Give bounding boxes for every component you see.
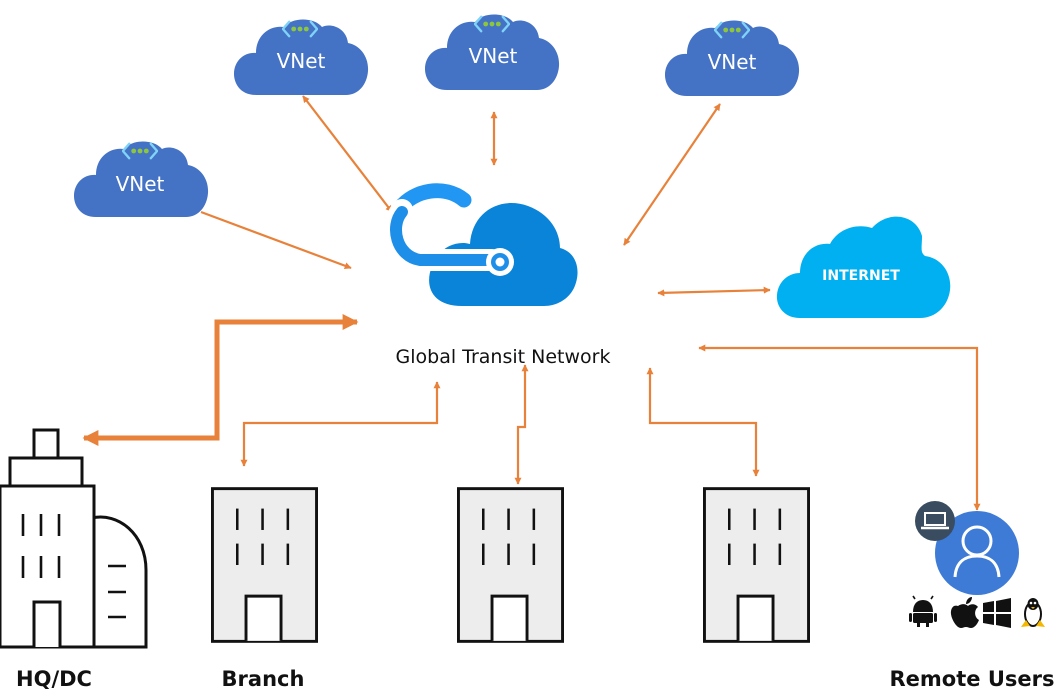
- branch-building-1: [211, 487, 318, 643]
- windows-icon: [983, 598, 1011, 628]
- hq-building: [0, 428, 148, 649]
- linux-icon: [1021, 598, 1045, 627]
- hub-label: Global Transit Network: [396, 346, 611, 368]
- vnet-cloud-3: VNet: [665, 20, 800, 96]
- link-vnet-left: [200, 210, 352, 270]
- link-remote-users: [698, 344, 981, 511]
- hq-label: HQ/DC: [16, 667, 92, 691]
- internet-label: INTERNET: [822, 268, 900, 284]
- android-icon: [909, 595, 937, 627]
- branch-label: Branch: [222, 667, 305, 691]
- connection-links: [82, 95, 981, 511]
- laptop-icon: [915, 501, 955, 541]
- apple-icon: [950, 597, 979, 628]
- vnet-label: VNet: [469, 44, 518, 68]
- branch-building-3: [703, 487, 810, 643]
- link-hq: [82, 314, 359, 446]
- link-branch-3: [646, 367, 760, 477]
- branch-building-2: [457, 487, 564, 643]
- vnet-cloud-4: VNet: [74, 141, 209, 217]
- remote-users: [909, 501, 1045, 628]
- link-branch-2: [514, 364, 529, 485]
- azure-cloud-icon: [383, 183, 578, 306]
- link-vnet-3: [623, 103, 721, 246]
- link-branch-1: [240, 381, 441, 467]
- vnet-label: VNet: [708, 50, 757, 74]
- link-internet: [657, 286, 771, 297]
- vnet-label: VNet: [116, 172, 165, 196]
- vnet-cloud-1: VNet: [234, 19, 369, 95]
- remote-users-label: Remote Users: [890, 667, 1055, 691]
- vnet-label: VNet: [277, 49, 326, 73]
- vnet-cloud-2: VNet: [425, 14, 560, 90]
- link-vnet-1: [302, 95, 393, 213]
- internet-cloud: INTERNET: [776, 216, 951, 318]
